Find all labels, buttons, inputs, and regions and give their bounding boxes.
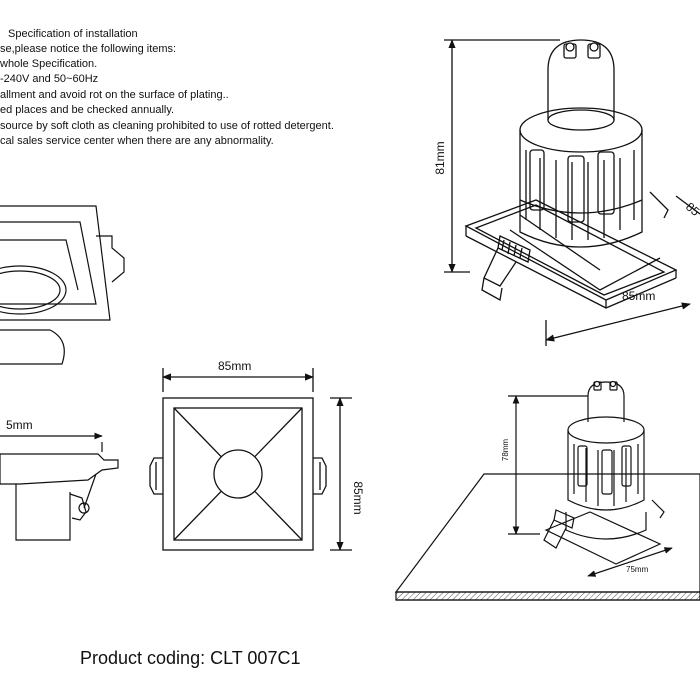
width-85-label: 85mm — [622, 289, 655, 303]
installed-height-label: 78mm — [501, 439, 510, 462]
instruction-line-1: se,please notice the following items: — [0, 43, 177, 55]
height-81-label: 81mm — [433, 141, 447, 174]
installed-view: 78mm 75mm — [394, 380, 700, 601]
instruction-line-7: cal sales service center when there are … — [0, 135, 274, 147]
front-height-label: 85mm — [351, 481, 365, 514]
product-coding: Product coding: CLT 007C1 — [80, 648, 301, 668]
isometric-view: 81mm 85mm 85 — [433, 39, 700, 346]
partial-side-view: 5mm — [0, 418, 119, 541]
instruction-line-5: ed places and be checked annually. — [0, 104, 175, 116]
instruction-line-4: allment and avoid rot on the surface of … — [0, 89, 229, 101]
front-width-label: 85mm — [218, 359, 251, 373]
cutout-label: 75mm — [626, 565, 649, 574]
instruction-line-0: Specification of installation — [8, 28, 138, 40]
instruction-line-2: whole Specification. — [0, 58, 98, 70]
front-view: 85mm 85mm — [149, 359, 365, 551]
side-width-label: 5mm — [6, 418, 33, 432]
partial-top-view — [0, 205, 125, 365]
instruction-line-6: source by soft cloth as cleaning prohibi… — [0, 120, 334, 132]
instruction-line-3: -240V and 50~60Hz — [0, 73, 99, 85]
